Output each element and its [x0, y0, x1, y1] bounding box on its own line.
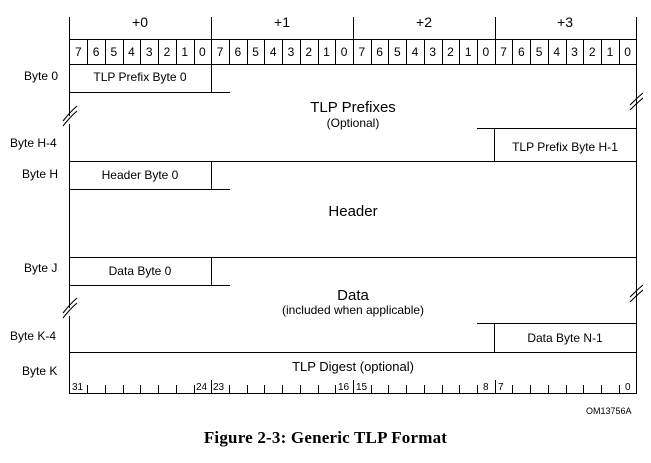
bit-number: 5: [252, 45, 259, 59]
bit-number: 2: [305, 45, 312, 59]
row-labels: Byte 0 Byte H-4 Byte H Byte J Byte K-4 B…: [10, 69, 58, 378]
byte-header-1: +1: [274, 14, 290, 30]
row-label-byteJ: Byte J: [24, 261, 57, 275]
bit-number: 4: [270, 45, 277, 59]
bit-number: 0: [624, 45, 631, 59]
bit-number: 2: [589, 45, 596, 59]
tlp-prefix-byte-h1: TLP Prefix Byte H-1: [512, 140, 618, 154]
bit-number: 1: [607, 45, 614, 59]
bit-number: 0: [341, 45, 348, 59]
bit-number: 1: [465, 45, 472, 59]
figure-id: OM13756A: [586, 406, 632, 416]
bit-scale-31: 31: [72, 382, 84, 393]
bit-number: 6: [93, 45, 100, 59]
bit-scale-8: 8: [483, 382, 489, 393]
bit-number: 2: [447, 45, 454, 59]
byte-headers: +0 +1 +2 +3: [132, 14, 573, 30]
bit-number: 5: [536, 45, 543, 59]
bit-number: 7: [359, 45, 366, 59]
bit-scale-16: 16: [338, 382, 350, 393]
field-labels: TLP Prefix Byte 0 TLP Prefixes (Optional…: [93, 70, 618, 374]
bit-scale-15: 15: [356, 382, 368, 393]
bit-number: 0: [199, 45, 206, 59]
bit-scale-0: 0: [625, 382, 631, 393]
data-note: (included when applicable): [282, 303, 424, 317]
bit-number: 7: [217, 45, 224, 59]
bit-number: 4: [128, 45, 135, 59]
header-title: Header: [328, 203, 377, 220]
bit-scale-23: 23: [213, 382, 225, 393]
bit-number: 3: [429, 45, 436, 59]
bit-number: 1: [181, 45, 188, 59]
bit-scale-ticks: [87, 380, 620, 393]
row-label-byteK4: Byte K-4: [10, 329, 56, 343]
bit-number: 6: [234, 45, 241, 59]
bit-number: 3: [146, 45, 153, 59]
bit-scale-7: 7: [498, 382, 504, 393]
break-marks: [62, 92, 644, 319]
bit-number: 2: [164, 45, 171, 59]
bit-number: 6: [376, 45, 383, 59]
byte-header-0: +0: [132, 14, 148, 30]
data-byte0: Data Byte 0: [109, 264, 172, 278]
field-boxes: [69, 64, 637, 394]
bit-scale-24: 24: [196, 382, 208, 393]
bit-number: 3: [571, 45, 578, 59]
tlp-prefixes-note: (Optional): [327, 116, 380, 130]
data-byte-n1: Data Byte N-1: [527, 331, 603, 345]
byte-header-2: +2: [416, 14, 432, 30]
bit-number: 5: [394, 45, 401, 59]
data-title: Data: [337, 287, 369, 304]
bit-scale: 31 24 23 16 15 8 7 0: [72, 382, 631, 393]
bit-number: 5: [110, 45, 117, 59]
byte-header-3: +3: [557, 14, 573, 30]
row-label-byte0: Byte 0: [24, 69, 58, 83]
bit-separators: [87, 39, 620, 64]
bit-number: 0: [483, 45, 490, 59]
row-label-byteH4: Byte H-4: [10, 136, 57, 150]
header-byte0: Header Byte 0: [102, 168, 179, 182]
row-label-byteK: Byte K: [22, 364, 57, 378]
row-label-byteH: Byte H: [22, 167, 58, 181]
figure-caption: Figure 2-3: Generic TLP Format: [203, 428, 448, 447]
tlp-digest: TLP Digest (optional): [292, 359, 414, 374]
tlp-prefixes-title: TLP Prefixes: [310, 99, 396, 116]
bit-number: 1: [323, 45, 330, 59]
bit-number: 6: [518, 45, 525, 59]
bit-number: 7: [500, 45, 507, 59]
bit-number: 4: [412, 45, 419, 59]
bit-number: 3: [288, 45, 295, 59]
bit-number: 4: [553, 45, 560, 59]
bit-number: 7: [75, 45, 82, 59]
tlp-prefix-byte0: TLP Prefix Byte 0: [93, 70, 186, 84]
